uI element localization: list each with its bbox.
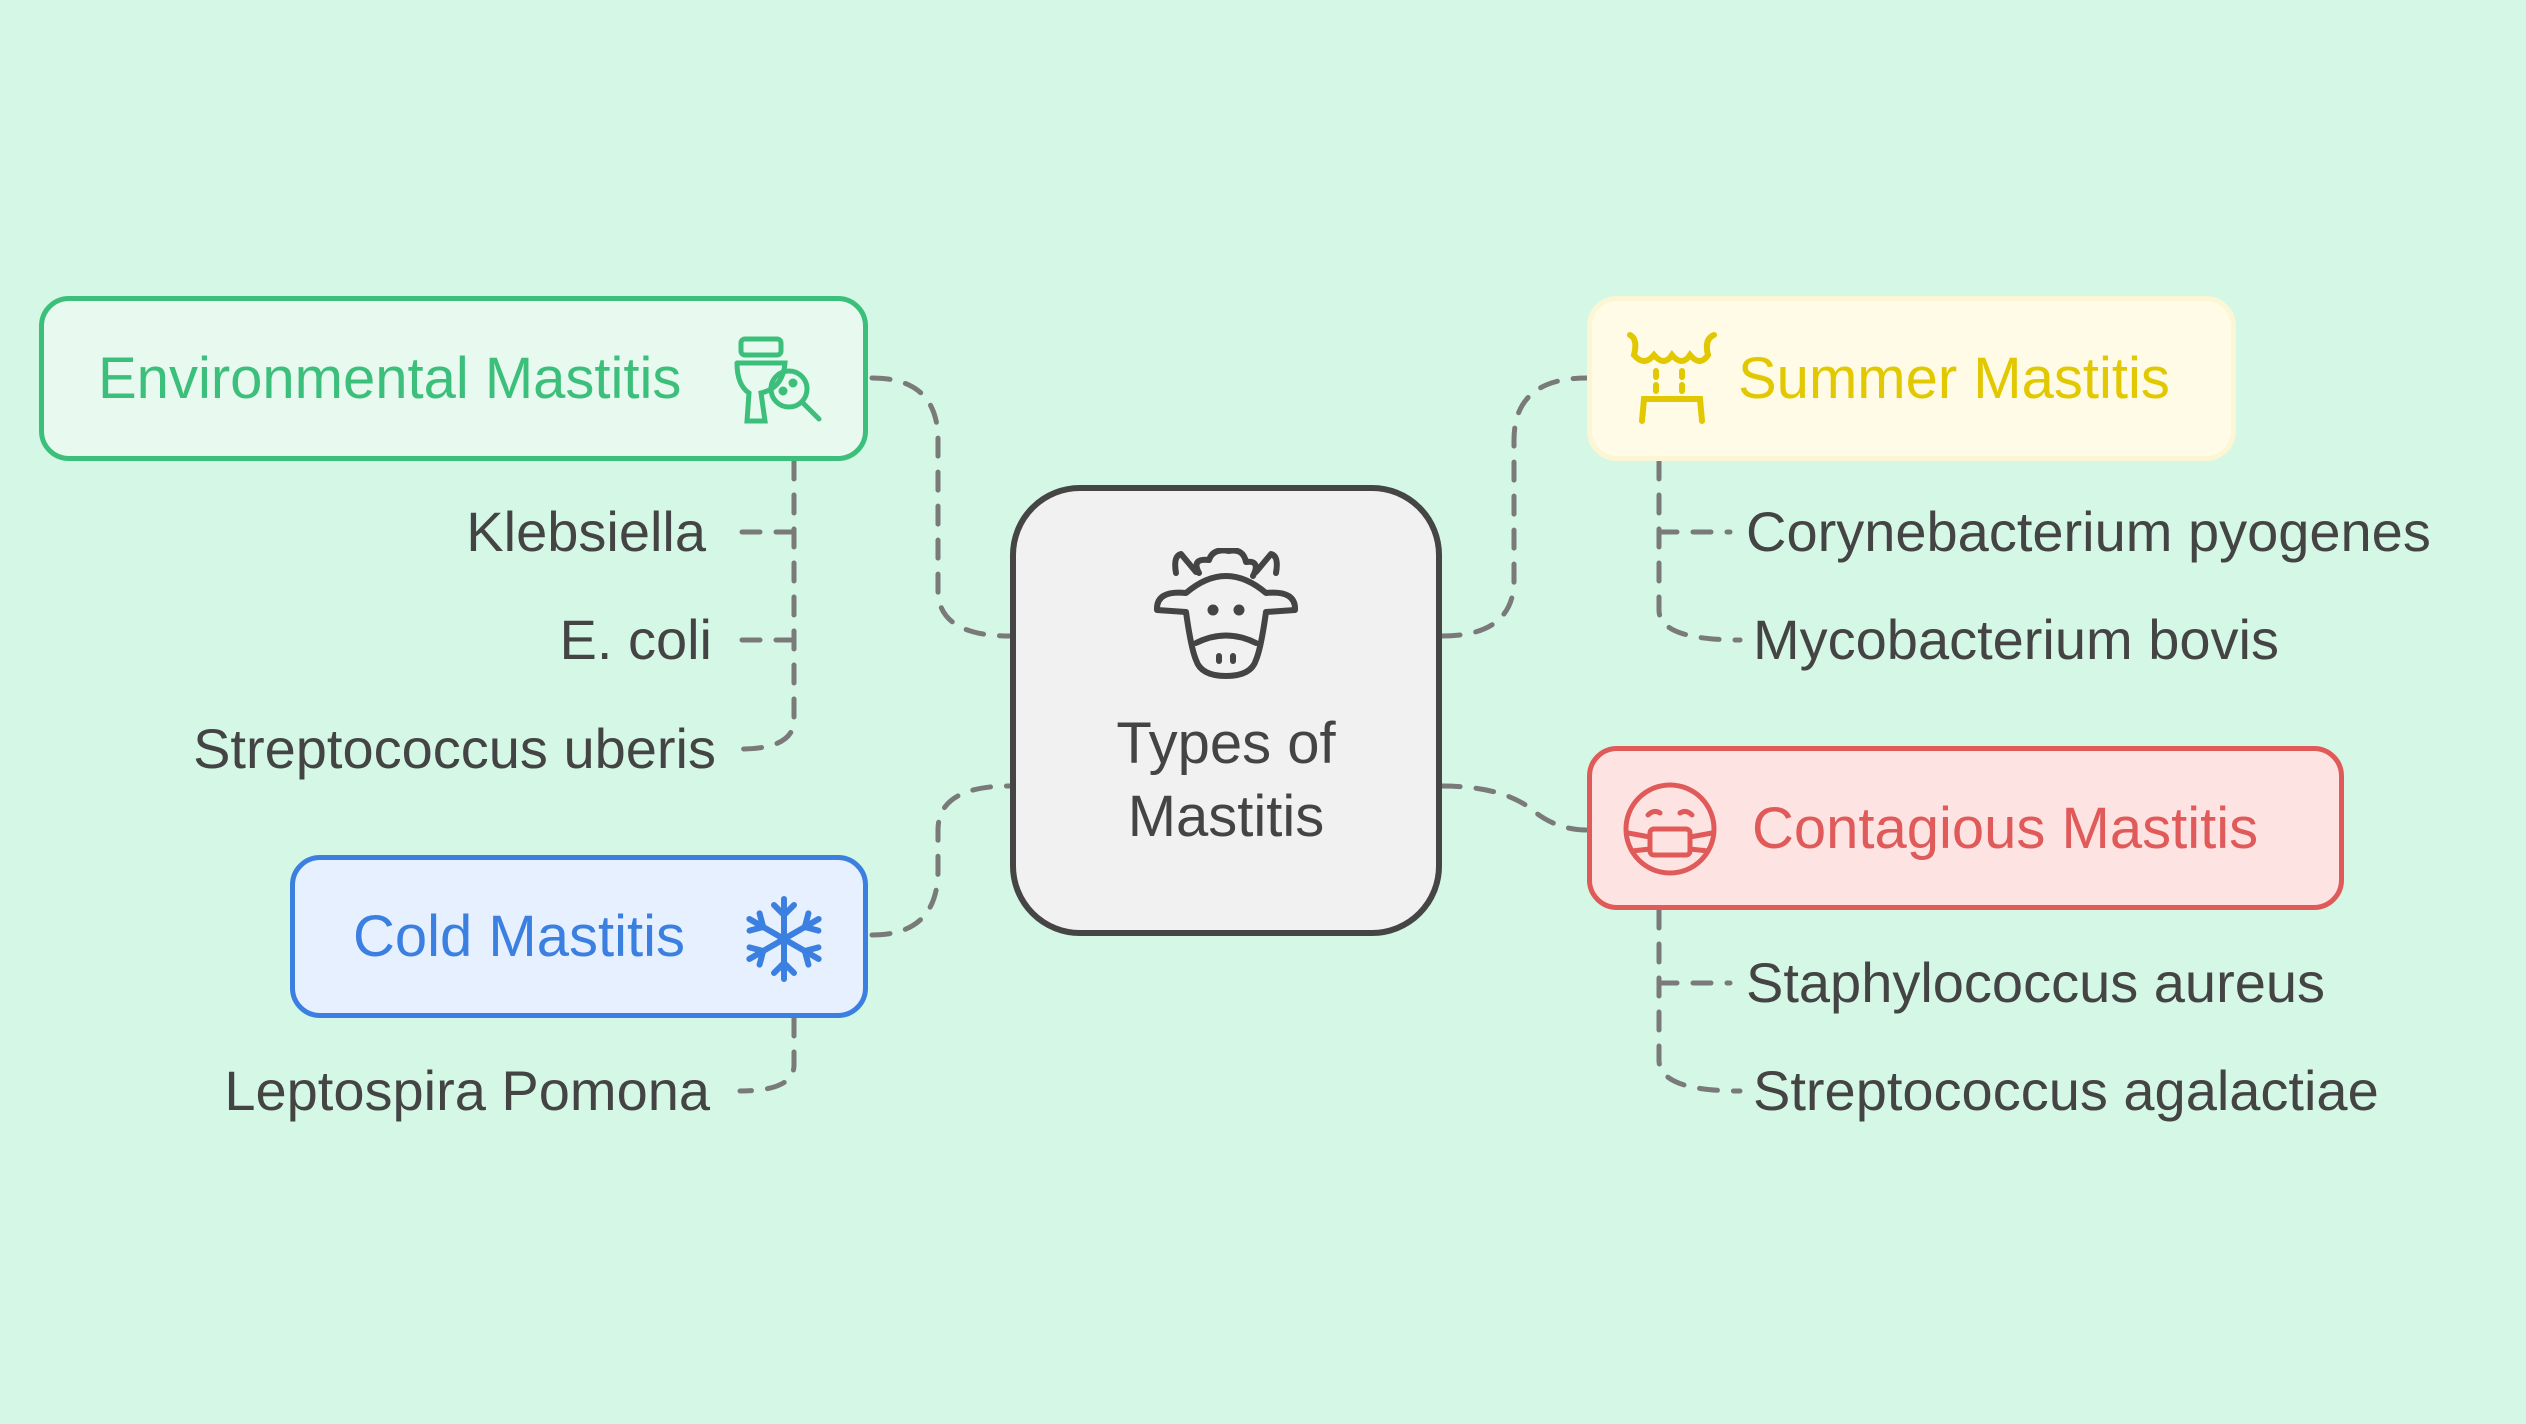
summer-mastitis-node[interactable]: Summer Mastitis — [1587, 296, 2236, 461]
cow-icon — [1154, 548, 1298, 679]
snowflake-icon — [741, 896, 827, 984]
leaf-connector-summer — [1656, 458, 1743, 643]
center-node: Types of Mastitis — [1010, 485, 1442, 936]
leaf-staphylococcus-aureus: Staphylococcus aureus — [1746, 951, 2326, 1014]
toilet-bacteria-icon — [734, 336, 822, 424]
connector-contagious — [1439, 783, 1590, 833]
leaf-connector-environmental — [737, 458, 797, 752]
environmental-mastitis-node[interactable]: Environmental Mastitis — [39, 296, 868, 461]
leaf-connector-contagious — [1656, 907, 1743, 1094]
connector-summer — [1439, 375, 1590, 639]
connector-cold — [869, 783, 1013, 938]
leaf-klebsiella: Klebsiella — [466, 500, 706, 563]
connector-environmental — [869, 375, 1013, 639]
leaf-streptococcus-uberis: Streptococcus uberis — [193, 717, 716, 780]
leaf-streptococcus-agalactiae: Streptococcus agalactiae — [1753, 1059, 2379, 1122]
face-mask-icon — [1623, 782, 1717, 876]
leaf-corynebacterium-pyogenes: Corynebacterium pyogenes — [1746, 500, 2431, 563]
cold-mastitis-node[interactable]: Cold Mastitis — [290, 855, 868, 1018]
leaf-mycobacterium-bovis: Mycobacterium bovis — [1753, 608, 2279, 671]
contagious-mastitis-node[interactable]: Contagious Mastitis — [1587, 746, 2344, 910]
udder-icon — [1627, 332, 1717, 424]
leaf-connector-cold — [737, 1015, 797, 1094]
leaf-e-coli: E. coli — [559, 608, 713, 671]
center-title: Types of Mastitis — [1116, 711, 1336, 849]
leaf-leptospira-pomona: Leptospira Pomona — [224, 1059, 710, 1122]
